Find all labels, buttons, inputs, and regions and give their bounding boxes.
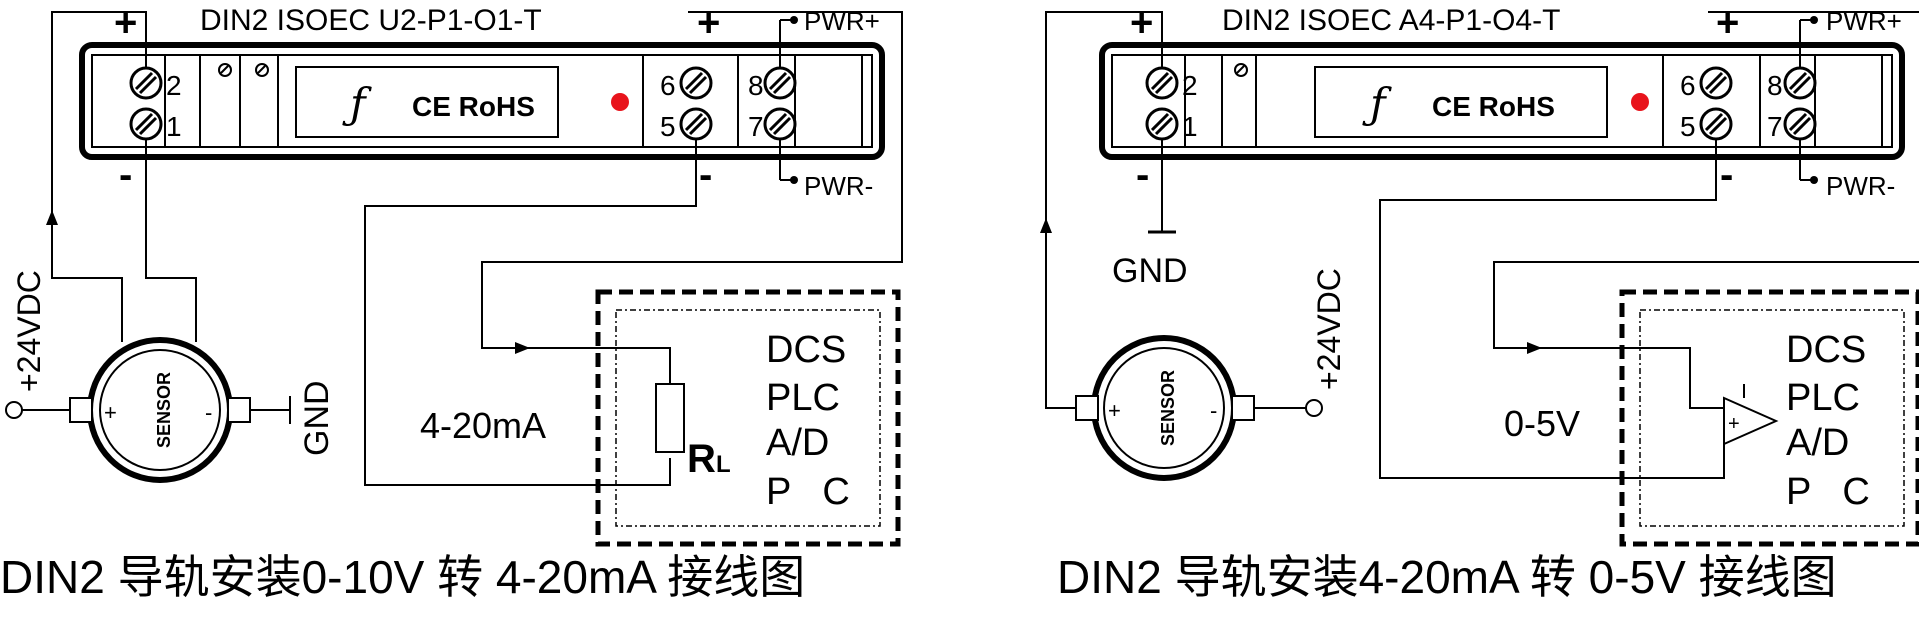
right-control-system-box: + DCS PLC A/D P C <box>1619 289 1919 547</box>
left-terminal-2: 2 <box>166 70 182 101</box>
left-terminal-5: 5 <box>660 111 676 142</box>
left-terminal-8: 8 <box>748 70 764 101</box>
right-arrow-up-icon <box>1040 218 1052 233</box>
right-cert-label: CE RoHS <box>1432 91 1555 122</box>
right-sensor: SENSOR + - <box>1075 335 1255 481</box>
left-supply-terminal-icon <box>5 401 23 419</box>
right-input-plus: + <box>1130 1 1153 45</box>
right-supply-terminal-icon <box>1305 399 1323 417</box>
left-control-system-box: R L DCS PLC A/D P C <box>595 289 901 547</box>
right-status-led <box>1631 93 1649 111</box>
right-sensor-plus: + <box>1108 398 1121 423</box>
right-terminal-7: 7 <box>1767 111 1783 142</box>
right-system-plc: PLC <box>1786 377 1860 419</box>
right-signal-label: 0-5V <box>1504 403 1580 444</box>
left-pwr-minus-label: PWR- <box>804 171 873 201</box>
left-sensor-plus: + <box>104 400 117 425</box>
left-sensor: SENSOR + - <box>69 337 251 483</box>
right-arrow-right-icon <box>1527 342 1542 354</box>
right-supply-label: +24VDC <box>1311 268 1347 390</box>
left-terminal-7: 7 <box>748 111 764 142</box>
left-system-dcs: DCS <box>766 329 846 371</box>
left-signal-label: 4-20mA <box>420 405 546 446</box>
left-model-label: DIN2 ISOEC U2-P1-O1-T <box>200 4 542 37</box>
right-terminal-6: 6 <box>1680 70 1696 101</box>
left-load-r-label: R <box>687 437 716 481</box>
right-caption: DIN2 导轨安装4-20mA 转 0-5V 接线图 <box>1057 551 1837 603</box>
right-pwr-minus-label: PWR- <box>1826 171 1895 201</box>
right-amp-plus: + <box>1728 413 1740 435</box>
right-system-ad: A/D <box>1786 422 1849 464</box>
left-system-plc: PLC <box>766 377 840 419</box>
left-status-led <box>611 93 629 111</box>
right-terminal-5: 5 <box>1680 111 1696 142</box>
left-output-plus: + <box>697 1 720 45</box>
right-amplifier-icon: + <box>1723 384 1779 446</box>
left-sensor-minus: - <box>205 400 212 425</box>
left-arrow-right-icon <box>515 342 530 354</box>
right-module: ƒ CE RoHS 2 1 6 5 8 7 <box>1099 42 1905 160</box>
left-system-pc: P C <box>766 471 850 513</box>
left-supply-label: +24VDC <box>11 270 47 392</box>
right-output-plus: + <box>1716 1 1739 45</box>
left-input-plus: + <box>114 1 137 45</box>
left-terminal-1: 1 <box>166 111 182 142</box>
right-sensor-label: SENSOR <box>1158 370 1178 446</box>
left-system-ad: A/D <box>766 422 829 464</box>
left-output-minus: - <box>699 153 712 197</box>
left-logo-icon: ƒ <box>342 79 372 128</box>
left-sensor-label: SENSOR <box>154 372 174 448</box>
right-system-dcs: DCS <box>1786 329 1866 371</box>
left-arrow-up-icon <box>46 210 58 225</box>
right-input-minus: - <box>1136 153 1149 197</box>
left-load-sub-label: L <box>716 451 731 478</box>
right-terminal-2: 2 <box>1182 70 1198 101</box>
right-output-minus: - <box>1720 153 1733 197</box>
right-sensor-minus: - <box>1210 398 1217 423</box>
right-diagram: ƒ CE RoHS 2 1 6 5 8 7 DIN2 ISOEC A4-P1-O… <box>1040 1 1919 547</box>
right-terminal-8: 8 <box>1767 70 1783 101</box>
left-module: ƒ CE RoHS 2 1 6 5 8 7 <box>79 42 885 160</box>
left-input-minus: - <box>119 153 132 197</box>
left-diagram: ƒ CE RoHS 2 1 6 5 8 7 DIN2 ISOEC U2-P1-O… <box>5 1 903 547</box>
right-gnd-label: GND <box>1112 252 1188 290</box>
left-caption: DIN2 导轨安装0-10V 转 4-20mA 接线图 <box>0 551 806 603</box>
left-pwr-plus-label: PWR+ <box>804 6 880 36</box>
right-pwr-plus-label: PWR+ <box>1826 6 1902 36</box>
right-terminal-1: 1 <box>1182 111 1198 142</box>
right-logo-icon: ƒ <box>1362 79 1392 128</box>
left-gnd-label: GND <box>298 380 336 456</box>
left-terminal-6: 6 <box>660 70 676 101</box>
right-system-pc: P C <box>1786 471 1870 513</box>
left-wires <box>51 11 903 486</box>
right-model-label: DIN2 ISOEC A4-P1-O4-T <box>1222 4 1560 37</box>
left-cert-label: CE RoHS <box>412 91 535 122</box>
